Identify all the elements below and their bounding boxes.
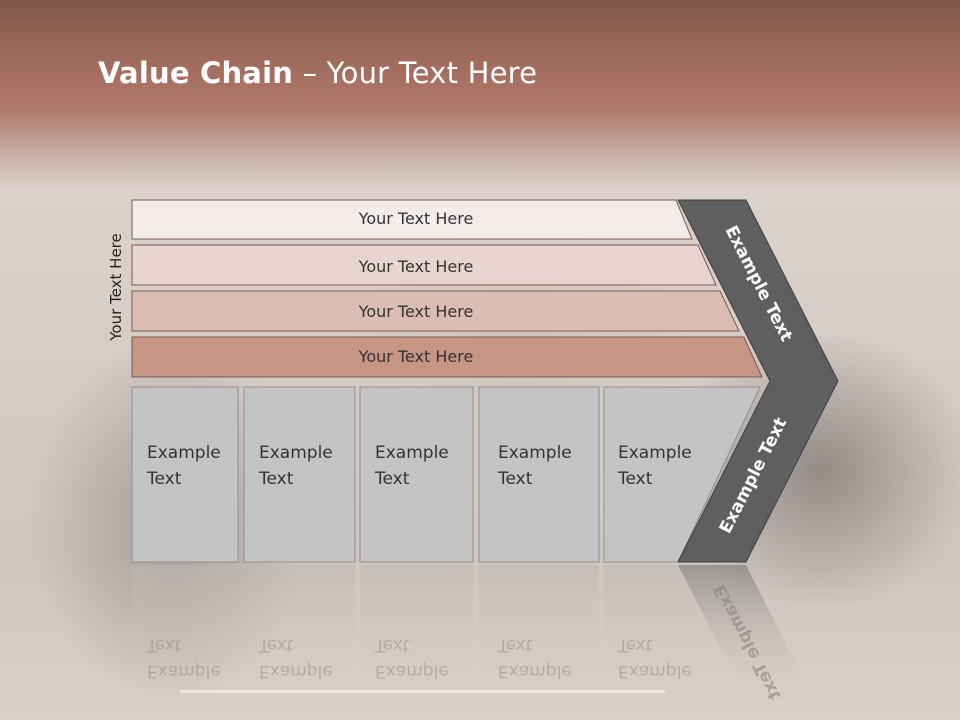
column-3-line1: Example bbox=[375, 443, 449, 463]
column-5-line1: Example bbox=[618, 443, 692, 463]
column-1-reflection bbox=[132, 565, 238, 695]
column-4-text-reflection: Example Text bbox=[498, 632, 572, 684]
column-3 bbox=[359, 386, 474, 563]
column-3-reflect-line2: Text bbox=[375, 635, 410, 655]
column-2-text-reflection: Example Text bbox=[259, 632, 333, 684]
column-1-reflect-line1: Example bbox=[147, 661, 221, 681]
column-2-reflect-line1: Example bbox=[259, 661, 333, 681]
bar-3 bbox=[131, 290, 740, 332]
column-2-reflect-line2: Text bbox=[259, 635, 294, 655]
column-3-text-reflection: Example Text bbox=[375, 632, 449, 684]
column-4-reflect-line2: Text bbox=[498, 635, 533, 655]
column-1 bbox=[131, 386, 239, 563]
column-2-reflection bbox=[244, 565, 355, 695]
column-5-text-reflection: Example Text bbox=[618, 632, 692, 684]
column-2 bbox=[243, 386, 356, 563]
chevron-shape bbox=[677, 199, 839, 563]
column-3-reflection bbox=[360, 565, 473, 695]
column-4 bbox=[478, 386, 600, 563]
chevron-reflection bbox=[678, 565, 812, 695]
column-4-reflect-line1: Example bbox=[498, 661, 572, 681]
column-3-reflect-line1: Example bbox=[375, 661, 449, 681]
column-1-text-reflection: Example Text bbox=[147, 632, 221, 684]
column-5-line2: Text bbox=[618, 469, 653, 489]
title-rest: – Your Text Here bbox=[293, 56, 538, 90]
column-4-line2: Text bbox=[498, 469, 533, 489]
column-1-line1: Example bbox=[147, 443, 221, 463]
floor-highlight bbox=[180, 690, 665, 693]
slide-title: Value Chain – Your Text Here bbox=[98, 56, 537, 90]
column-1-reflect-line2: Text bbox=[147, 635, 182, 655]
column-3-line2: Text bbox=[375, 469, 410, 489]
bar-2-label: Your Text Here bbox=[358, 257, 474, 276]
bar-4-label: Your Text Here bbox=[358, 347, 474, 366]
bar-1-label: Your Text Here bbox=[358, 209, 474, 228]
column-4-reflection bbox=[479, 565, 599, 695]
column-1-line2: Text bbox=[147, 469, 182, 489]
column-5-reflection bbox=[604, 565, 740, 695]
column-2-line1: Example bbox=[259, 443, 333, 463]
title-bold: Value Chain bbox=[98, 56, 294, 90]
bar-4 bbox=[131, 336, 763, 378]
bar-2 bbox=[131, 244, 717, 286]
column-5-reflect-line1: Example bbox=[618, 661, 692, 681]
bar-3-label: Your Text Here bbox=[358, 302, 474, 321]
header-band bbox=[0, 0, 960, 150]
column-5-reflect-line2: Text bbox=[618, 635, 653, 655]
bar-1 bbox=[131, 199, 693, 240]
column-4-line1: Example bbox=[498, 443, 572, 463]
column-2-line2: Text bbox=[259, 469, 294, 489]
